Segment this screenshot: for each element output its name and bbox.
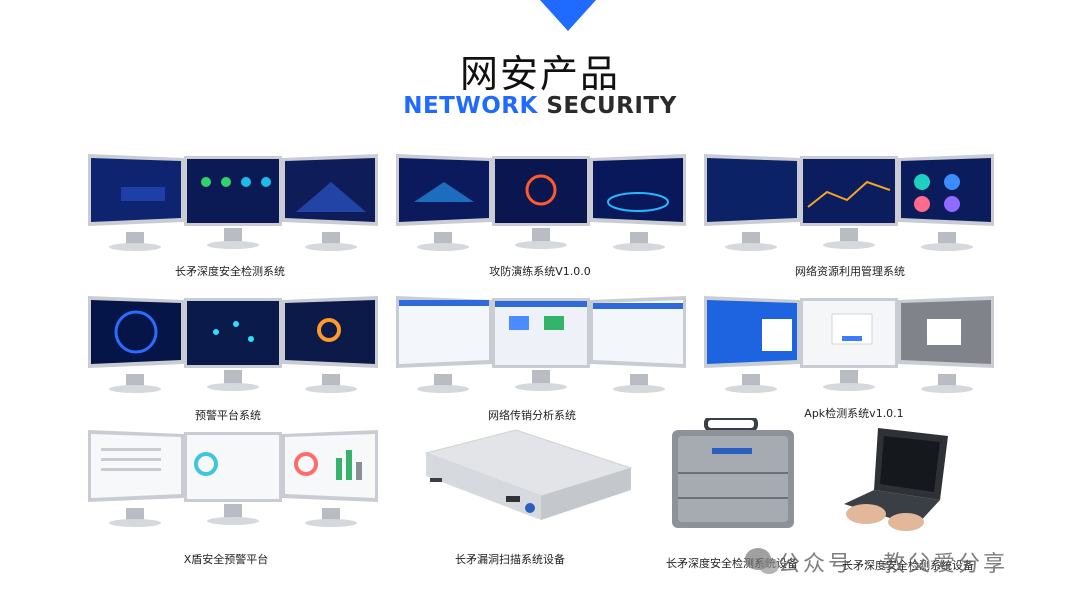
subtitle-rest: SECURITY [546,93,677,119]
wechat-icon [745,548,779,574]
product-image-2 [396,154,686,251]
product-image-10 [844,428,948,531]
product-image-6 [704,296,994,393]
subtitle-accent: NETWORK [403,93,538,119]
product-label-10: 长矛深度安全检测系统设备 [842,559,974,572]
product-label-2: 攻防演练系统V1.0.0 [489,265,591,278]
product-image-8 [424,429,633,520]
product-image-3 [704,154,994,251]
product-image-9 [672,418,794,528]
product-label-8: 长矛漏洞扫描系统设备 [455,553,565,566]
chevron-down-icon [540,0,596,31]
page-title: 网安产品 [459,52,620,96]
product-label-1: 长矛深度安全检测系统 [175,265,285,278]
product-image-1 [88,154,378,251]
page-subtitle: NETWORK SECURITY [0,92,1080,120]
watermark-text: 公众号 · 教父爱分享 [778,552,1008,577]
product-label-4: 预警平台系统 [195,409,261,422]
product-image-4 [88,296,378,393]
product-label-3: 网络资源利用管理系统 [795,265,905,278]
product-image-5 [396,296,686,393]
product-label-5: 网络传销分析系统 [488,409,576,422]
product-label-6: Apk检测系统v1.0.1 [804,407,904,420]
product-label-7: X盾安全预警平台 [183,553,269,566]
product-image-7 [88,430,378,527]
